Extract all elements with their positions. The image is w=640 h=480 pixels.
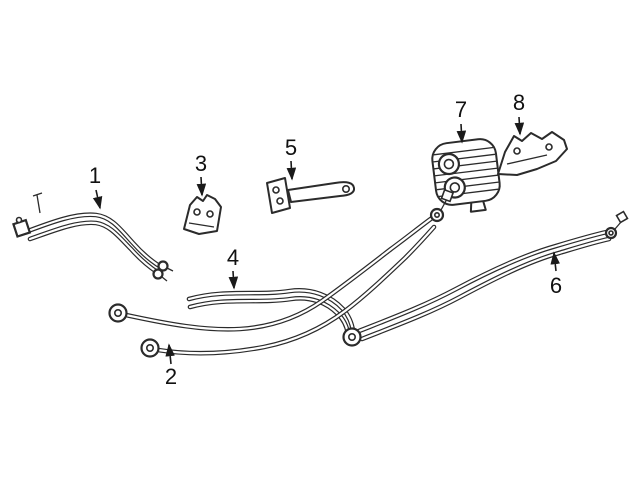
callout-label-1[interactable]: 1 [89,163,101,188]
part-6-left-flange-port [347,332,356,341]
part-8-hole-b [545,143,553,151]
callout-1[interactable]: 1 [89,163,103,210]
upper-joint-fitting [429,188,455,223]
part-3-bracket [183,194,222,235]
part-1-end-fitting-a [157,260,169,272]
part-8-hole-a [513,147,521,155]
part-7-oil-cooler [431,138,501,213]
callout-label-7[interactable]: 7 [455,97,467,122]
callout-label-5[interactable]: 5 [285,135,297,160]
callout-6[interactable]: 6 [550,251,562,298]
part-6-tube-a-core [357,230,609,333]
callout-5-arrow [286,160,297,181]
callout-7-arrow [456,123,467,144]
part-7-port-b-inner [449,182,461,193]
part-3-bend-line [188,222,215,228]
part-8-bend-line [506,154,548,165]
callout-7[interactable]: 7 [455,97,467,144]
callout-label-4[interactable]: 4 [227,245,239,270]
upper-joint-connector [440,188,455,203]
part-6-right-fitting-port [608,230,614,236]
part-7-fins [433,146,499,198]
part-5-plate [266,177,291,214]
callout-3[interactable]: 3 [195,151,207,197]
part-3-hole-b [206,210,214,218]
part-4-tube [186,288,356,337]
part-6-right-connector [615,210,629,224]
part-4-tube-a-core [187,289,355,333]
upper-joint-stem [440,198,448,211]
part-1-tube-assembly [12,192,174,282]
part-5-arm [287,181,356,203]
part-5-hole-a [272,186,280,194]
callout-label-8[interactable]: 8 [513,90,525,115]
part-1-tube-a-core [26,213,163,269]
part-6-tube [342,210,629,347]
callout-label-6[interactable]: 6 [550,273,562,298]
part-8-outline [497,131,568,176]
part-5-hole-c [341,185,350,194]
part-3-hole-a [193,208,201,216]
part-5-hole-b [276,197,284,205]
callout-2[interactable]: 2 [165,343,177,389]
part-2-flange-a-port [114,308,123,317]
callout-6-arrow [550,251,561,272]
part-2-tube-b-core [156,225,436,355]
part-1-left-port [15,216,23,224]
part-3-outline [183,194,222,235]
callout-label-3[interactable]: 3 [195,151,207,176]
part-7-port-a-inner [443,158,455,170]
part-6-right-stub [614,221,622,230]
callout-label-2[interactable]: 2 [165,364,177,389]
callout-1-arrow [92,189,103,210]
callout-4[interactable]: 4 [227,245,239,290]
part-2-flange-b-port [146,343,155,352]
part-1-stud-pin [32,192,43,214]
upper-joint-port [433,212,440,219]
part-4-tube-b-core [188,297,350,336]
part-2-tube-a-core [124,216,434,331]
part-6-tube-b-core [360,237,611,341]
part-1-end-stubs [161,267,174,282]
part-8-bracket [497,131,568,176]
callout-3-arrow [196,176,207,197]
callout-8[interactable]: 8 [513,90,525,136]
callout-5[interactable]: 5 [285,135,297,181]
callout-2-arrow [165,343,175,365]
callout-4-arrow [228,270,239,290]
part-5-bracket [266,177,356,214]
part-1-left-connector [12,218,32,238]
part-1-tube-b-core [28,221,159,274]
part-1-end-fitting-b [152,268,164,280]
callout-8-arrow [514,116,525,136]
part-2-tube [108,215,437,358]
